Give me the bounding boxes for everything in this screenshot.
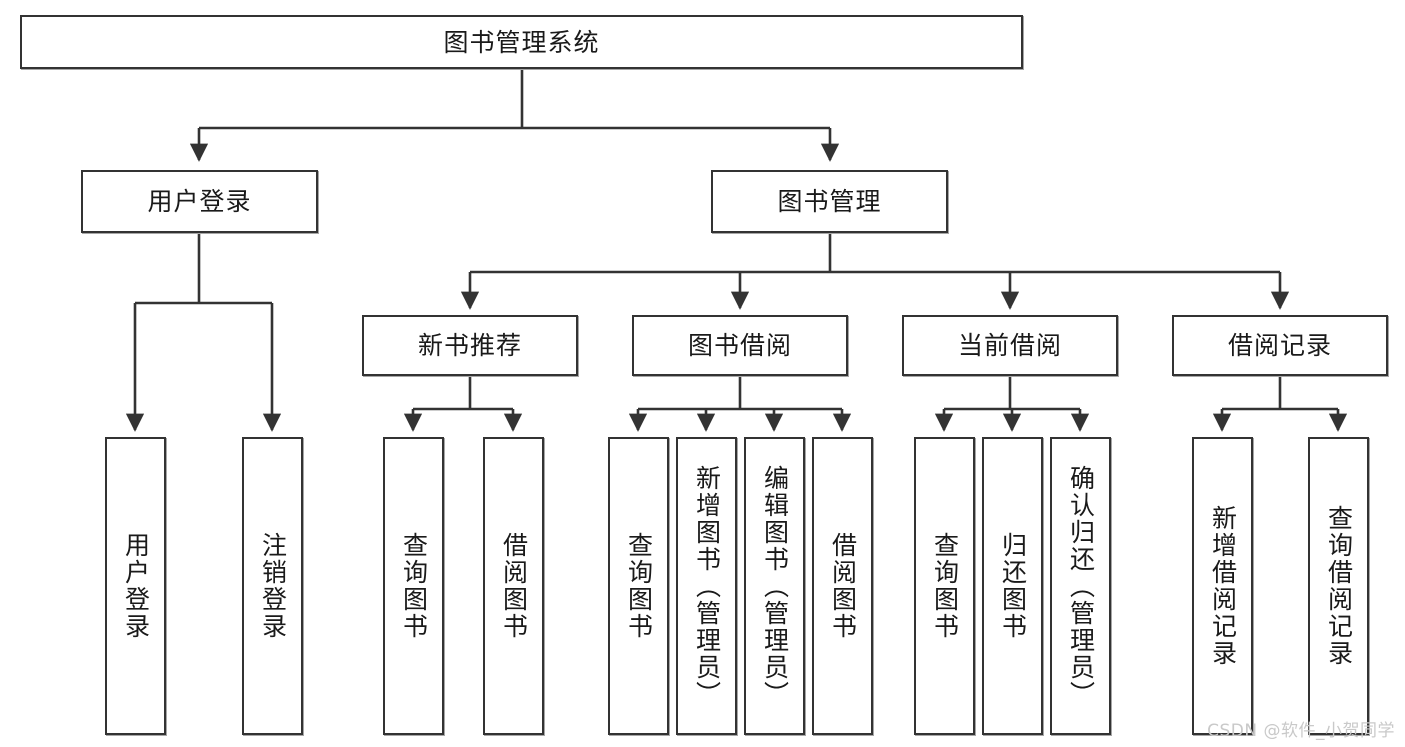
leaf-borrow-query-book[interactable]: 查询图书 bbox=[608, 437, 669, 735]
node-label: 图书管理 bbox=[777, 187, 882, 216]
leaf-record-add-borrow-record[interactable]: 新增借阅记录 bbox=[1192, 437, 1253, 735]
node-label: 借阅图书 bbox=[828, 532, 858, 640]
node-new-book-recommend[interactable]: 新书推荐 bbox=[362, 315, 578, 376]
leaf-record-query-borrow-record[interactable]: 查询借阅记录 bbox=[1308, 437, 1369, 735]
node-book-management-system[interactable]: 图书管理系统 bbox=[20, 15, 1023, 69]
node-label: 用户登录 bbox=[121, 532, 151, 640]
node-label: 查询图书 bbox=[399, 532, 429, 640]
node-label: 查询图书 bbox=[624, 532, 654, 640]
node-book-borrow[interactable]: 图书借阅 bbox=[632, 315, 848, 376]
leaf-recommend-query-book[interactable]: 查询图书 bbox=[383, 437, 444, 735]
node-borrow-record[interactable]: 借阅记录 bbox=[1172, 315, 1388, 376]
node-label: 查询借阅记录 bbox=[1324, 505, 1354, 667]
node-label: 新增图书（管理员） bbox=[692, 464, 722, 708]
leaf-borrow-add-book-admin[interactable]: 新增图书（管理员） bbox=[676, 437, 737, 735]
node-label: 确认归还（管理员） bbox=[1066, 464, 1096, 708]
node-label: 归还图书 bbox=[998, 532, 1028, 640]
leaf-current-query-book[interactable]: 查询图书 bbox=[914, 437, 975, 735]
node-current-borrow[interactable]: 当前借阅 bbox=[902, 315, 1118, 376]
node-label: 注销登录 bbox=[258, 532, 288, 640]
node-label: 新书推荐 bbox=[417, 331, 522, 360]
leaf-recommend-borrow-book[interactable]: 借阅图书 bbox=[483, 437, 544, 735]
leaf-current-confirm-return-admin[interactable]: 确认归还（管理员） bbox=[1050, 437, 1111, 735]
node-label: 借阅图书 bbox=[499, 532, 529, 640]
watermark: CSDN @软件_小贺同学 bbox=[1207, 721, 1395, 741]
node-label: 借阅记录 bbox=[1227, 331, 1332, 360]
leaf-current-return-book[interactable]: 归还图书 bbox=[982, 437, 1043, 735]
node-label: 当前借阅 bbox=[957, 331, 1062, 360]
node-label: 用户登录 bbox=[147, 187, 252, 216]
leaf-borrow-borrow-book[interactable]: 借阅图书 bbox=[812, 437, 873, 735]
leaf-logout[interactable]: 注销登录 bbox=[242, 437, 303, 735]
node-label: 图书管理系统 bbox=[443, 27, 600, 57]
node-label: 编辑图书（管理员） bbox=[760, 464, 790, 708]
leaf-borrow-edit-book-admin[interactable]: 编辑图书（管理员） bbox=[744, 437, 805, 735]
node-label: 新增借阅记录 bbox=[1208, 505, 1238, 667]
node-book-management[interactable]: 图书管理 bbox=[711, 170, 948, 233]
leaf-user-login[interactable]: 用户登录 bbox=[105, 437, 166, 735]
node-label: 图书借阅 bbox=[687, 331, 792, 360]
node-user-login[interactable]: 用户登录 bbox=[81, 170, 318, 233]
node-label: 查询图书 bbox=[930, 532, 960, 640]
